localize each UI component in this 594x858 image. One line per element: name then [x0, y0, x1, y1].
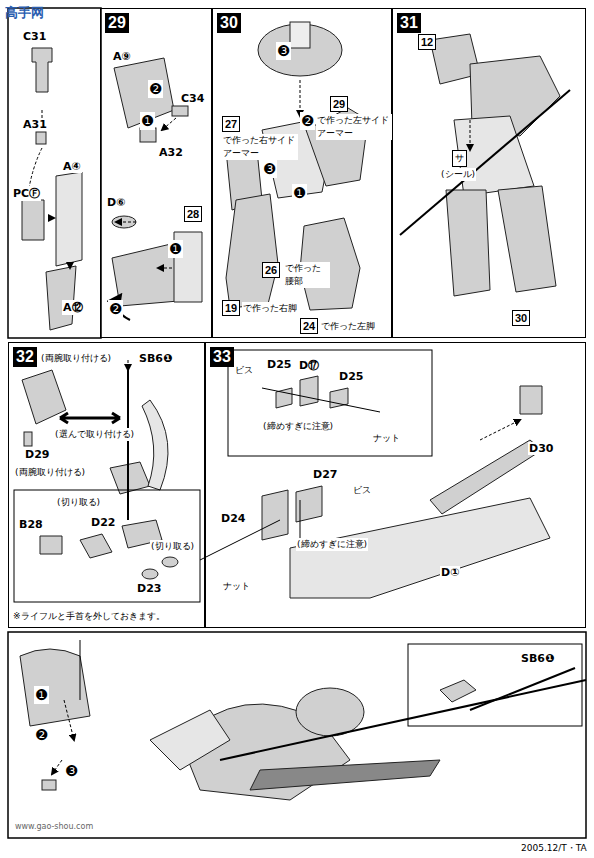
step-arrow-number: ❸	[262, 160, 277, 178]
note: (シール)	[440, 168, 476, 181]
step-number: 32	[13, 347, 37, 367]
note: (両腕取り付ける)	[14, 466, 86, 479]
step-panel: 30	[212, 8, 392, 338]
boxed-reference: 30	[512, 310, 530, 326]
part-number: D⑰	[298, 358, 320, 373]
part-number: D23	[136, 582, 162, 595]
step-number: 33	[210, 347, 234, 367]
boxed-reference: 12	[418, 34, 436, 50]
note: ナット	[372, 432, 401, 445]
step-arrow-number: ❷	[300, 112, 315, 130]
part-number: D25	[338, 370, 364, 383]
note: ビス	[234, 364, 254, 377]
step-number: 29	[105, 13, 129, 33]
note: (締めすぎに注意)	[296, 538, 368, 551]
note: 2005.12/T・TA	[520, 842, 588, 855]
watermark: 高手网	[4, 4, 45, 22]
step-number: 30	[217, 13, 241, 33]
part-number: D22	[90, 516, 116, 529]
note: (切り取る)	[150, 540, 195, 553]
step-panel: 31	[392, 8, 586, 338]
step-arrow-number: ❸	[64, 762, 79, 780]
note: ※ライフルと手首を外しておきます。	[12, 610, 166, 623]
note: で作った左脚	[320, 320, 376, 333]
boxed-reference: 28	[184, 206, 202, 222]
boxed-reference: 24	[300, 318, 318, 334]
part-number: D①	[440, 566, 460, 579]
part-number: SB6❶	[138, 352, 173, 365]
note: (締めすぎに注意)	[262, 420, 334, 433]
part-number: D29	[24, 448, 50, 461]
note: で作った左サイドアーマー	[316, 114, 392, 140]
step-arrow-number: ❶	[34, 686, 49, 704]
boxed-reference: 27	[222, 116, 240, 132]
step-panel: 32	[8, 342, 205, 628]
part-number: A32	[158, 146, 184, 159]
part-number: A⑫	[62, 300, 84, 315]
part-number: A⑨	[112, 50, 132, 63]
note: (両腕取り付ける)	[40, 352, 112, 365]
part-number: D27	[312, 468, 338, 481]
note: (切り取る)	[56, 496, 101, 509]
step-arrow-number: ❶	[168, 240, 183, 258]
part-number: A31	[22, 118, 48, 131]
step-arrow-number: ❶	[140, 112, 155, 130]
part-number: B28	[18, 518, 44, 531]
part-number: D30	[528, 442, 554, 455]
part-number: D⑥	[106, 196, 126, 209]
step-arrow-number: ❷	[34, 726, 49, 744]
step-arrow-number: ❶	[292, 184, 307, 202]
part-number: C34	[180, 92, 205, 105]
note: で作った右脚	[242, 302, 298, 315]
part-number: C31	[22, 30, 47, 43]
boxed-reference: 26	[262, 262, 280, 278]
part-number: D25	[266, 358, 292, 371]
boxed-reference: 29	[330, 96, 348, 112]
part-number: D24	[220, 512, 246, 525]
watermark: www.gao-shou.com	[14, 822, 94, 831]
part-number: A④	[62, 160, 82, 173]
step-number: 31	[397, 13, 421, 33]
step-arrow-number: ❷	[148, 80, 163, 98]
step-arrow-number: ❸	[276, 42, 291, 60]
note: ナット	[222, 580, 251, 593]
step-arrow-number: ❷	[108, 300, 123, 318]
note: で作った腰部	[284, 262, 330, 288]
note: ビス	[352, 484, 372, 497]
part-number: PCⒻ	[12, 186, 41, 201]
note: (選んで取り付ける)	[54, 428, 135, 441]
note: で作った右サイドアーマー	[222, 134, 298, 160]
step-panel: 33	[205, 342, 586, 628]
boxed-reference: 19	[222, 300, 240, 316]
part-number: SB6❶	[520, 652, 555, 665]
sticker-mark: サ	[452, 150, 467, 167]
